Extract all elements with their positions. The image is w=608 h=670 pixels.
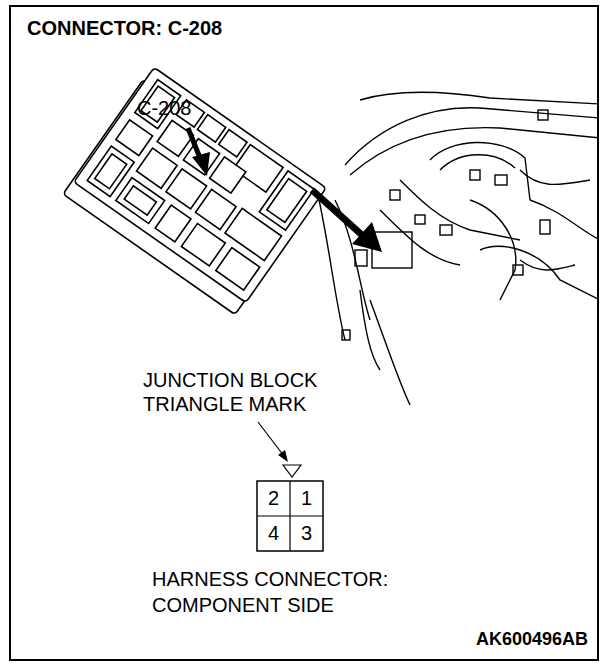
- connector: [470, 170, 480, 180]
- connector-socket: [137, 148, 178, 188]
- connector-socket: [166, 169, 207, 209]
- dash-top: [345, 108, 598, 165]
- dash-right: [530, 200, 598, 240]
- relay-slot: [267, 179, 307, 223]
- connector-socket: [181, 224, 225, 266]
- column-cover: [470, 200, 516, 300]
- connector: [440, 225, 452, 235]
- pointer-arrow: [188, 128, 200, 158]
- connector: [415, 215, 425, 224]
- harness-wire: [380, 210, 460, 265]
- block-face: [74, 67, 326, 302]
- connector-socket: [116, 120, 153, 156]
- connector-socket: [216, 248, 260, 290]
- dash-upper: [360, 92, 598, 104]
- relay-slot: [95, 154, 127, 189]
- arrow-head: [278, 450, 288, 462]
- pin-number: 3: [290, 521, 323, 545]
- connector: [355, 250, 367, 266]
- cluster-hood: [430, 142, 530, 200]
- connector-slot: [124, 186, 156, 215]
- harness-wire: [520, 260, 575, 270]
- harness-wire: [400, 180, 520, 240]
- relay: [259, 171, 314, 230]
- dash-edge: [350, 128, 598, 175]
- connector: [513, 265, 523, 275]
- dash-lower: [480, 246, 598, 300]
- connector-socket: [210, 157, 246, 193]
- figure-code: AK600496AB: [420, 628, 588, 650]
- fuse: [197, 115, 225, 142]
- harness-wire: [520, 170, 590, 184]
- leader-line: [258, 422, 284, 456]
- pin-number: 4: [257, 521, 290, 545]
- junction-block: [63, 66, 326, 315]
- view-note: HARNESS CONNECTOR: COMPONENT SIDE: [152, 566, 464, 618]
- connector: [540, 220, 550, 234]
- triangle-mark: [283, 465, 301, 477]
- fuse: [219, 130, 247, 157]
- pin-number: 1: [290, 486, 323, 510]
- triangle-mark-note: JUNCTION BLOCK TRIANGLE MARK: [143, 368, 375, 416]
- frame-border: [10, 6, 598, 660]
- arrow-head: [192, 152, 210, 176]
- connector-name: C-208: [137, 96, 191, 120]
- harness-wire: [360, 290, 380, 370]
- connector: [538, 110, 548, 120]
- arrow-head: [352, 222, 382, 252]
- connector-title: CONNECTOR: C-208: [27, 17, 222, 40]
- connector: [342, 330, 350, 340]
- pin-divider: [257, 515, 323, 516]
- cluster-face: [440, 155, 515, 170]
- connector-socket: [157, 120, 193, 156]
- connector-socket: [195, 189, 236, 229]
- dashboard-illustration: [318, 92, 598, 405]
- connector: [495, 175, 507, 185]
- connector-socket: [155, 205, 191, 242]
- connector-face: [257, 481, 323, 551]
- pin-number: 2: [257, 486, 290, 510]
- location-arrow: [312, 190, 362, 235]
- harness-wire: [370, 300, 410, 405]
- connector: [390, 190, 400, 200]
- connector-socket: [116, 178, 165, 224]
